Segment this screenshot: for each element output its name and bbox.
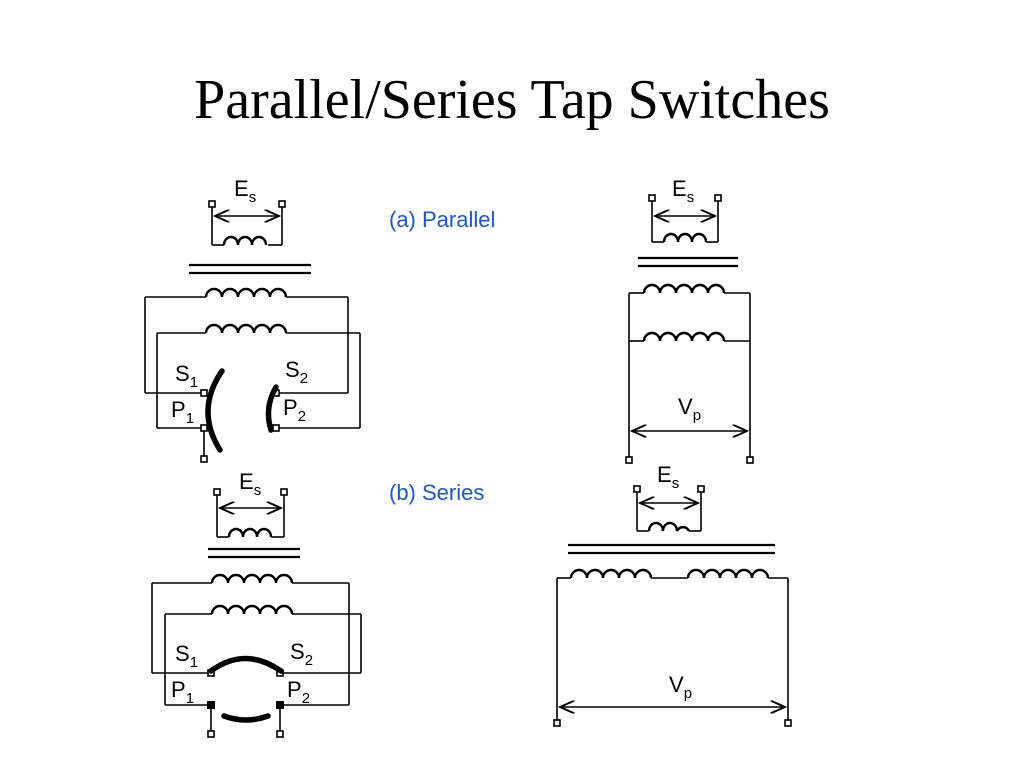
s2-label: S2 xyxy=(285,357,308,387)
vp-label: Vp xyxy=(678,394,701,424)
es-label: Es xyxy=(672,176,694,206)
parallel-equivalent-circuit: Es Vp xyxy=(625,176,754,464)
p2-label: P2 xyxy=(283,395,306,425)
caption-parallel: (a) Parallel xyxy=(389,207,495,232)
vp-label: Vp xyxy=(669,672,692,702)
p1-label: P1 xyxy=(171,397,194,427)
s1-label: S1 xyxy=(175,361,198,391)
s1-label: S1 xyxy=(175,641,198,671)
parallel-switch-circuit: Es S1 S2 P1 P2 xyxy=(144,176,361,463)
p2-label: P2 xyxy=(287,677,310,707)
series-equivalent-circuit: Es Vp xyxy=(553,462,792,727)
es-label: Es xyxy=(239,469,261,499)
series-switch-circuit: Es S1 S2 P1 P2 xyxy=(151,469,362,738)
slide-title: Parallel/Series Tap Switches xyxy=(194,69,830,131)
s2-label: S2 xyxy=(290,639,313,669)
p1-label: P1 xyxy=(171,677,194,707)
es-label: Es xyxy=(657,462,679,492)
caption-series: (b) Series xyxy=(389,480,484,505)
es-label: Es xyxy=(234,176,256,206)
